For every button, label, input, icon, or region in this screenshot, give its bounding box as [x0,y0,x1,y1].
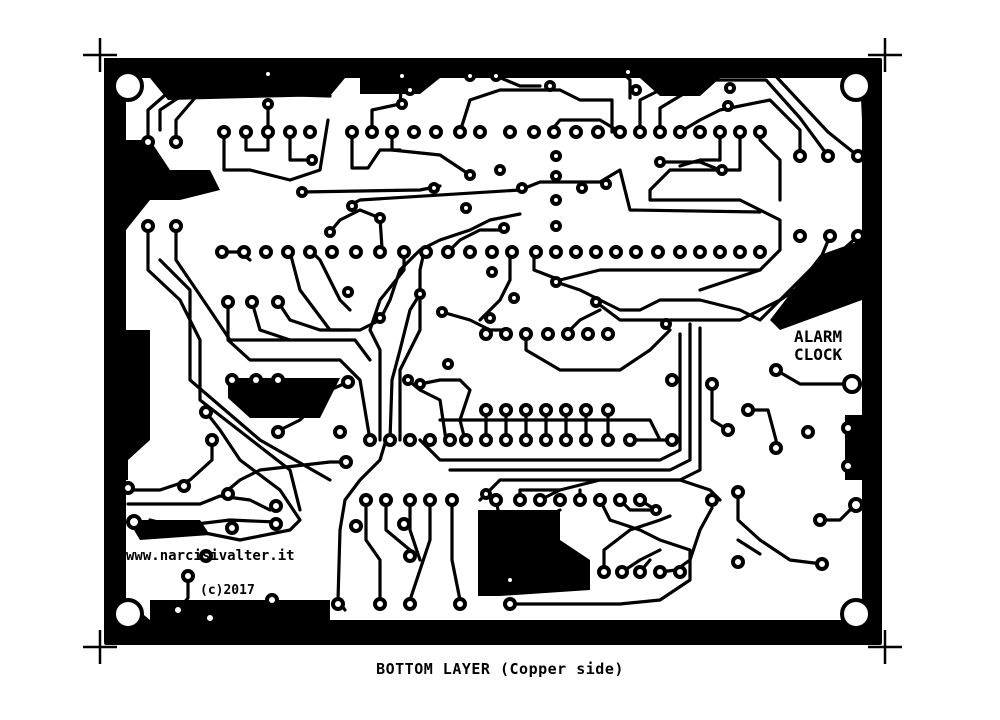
pour-right-diag [770,240,862,330]
ic-middle-pads [215,245,767,259]
misc-pads [121,66,865,625]
pour-left [126,140,220,230]
board-labels: ALARM CLOCK www.narcisivalter.it (c)2017 [126,327,843,598]
pour-left-mid [104,330,150,480]
registration-marks [83,38,902,664]
crosshair-top-left [83,38,117,72]
pads [112,66,872,630]
copper-pours [104,140,862,620]
copyright-label: (c)2017 [200,583,255,598]
pour-bottom-center [478,510,590,596]
crosshair-top-right [868,38,902,72]
crosshair-bottom-left [83,630,117,664]
clock-label: CLOCK [794,345,843,364]
website-label: www.narcisivalter.it [126,548,295,564]
crosshair-bottom-right [868,630,902,664]
ic-top-pads [217,125,767,139]
alarm-label: ALARM [794,327,842,346]
ic-lower-pads [359,403,647,507]
layer-caption: BOTTOM LAYER (Copper side) [376,660,624,678]
